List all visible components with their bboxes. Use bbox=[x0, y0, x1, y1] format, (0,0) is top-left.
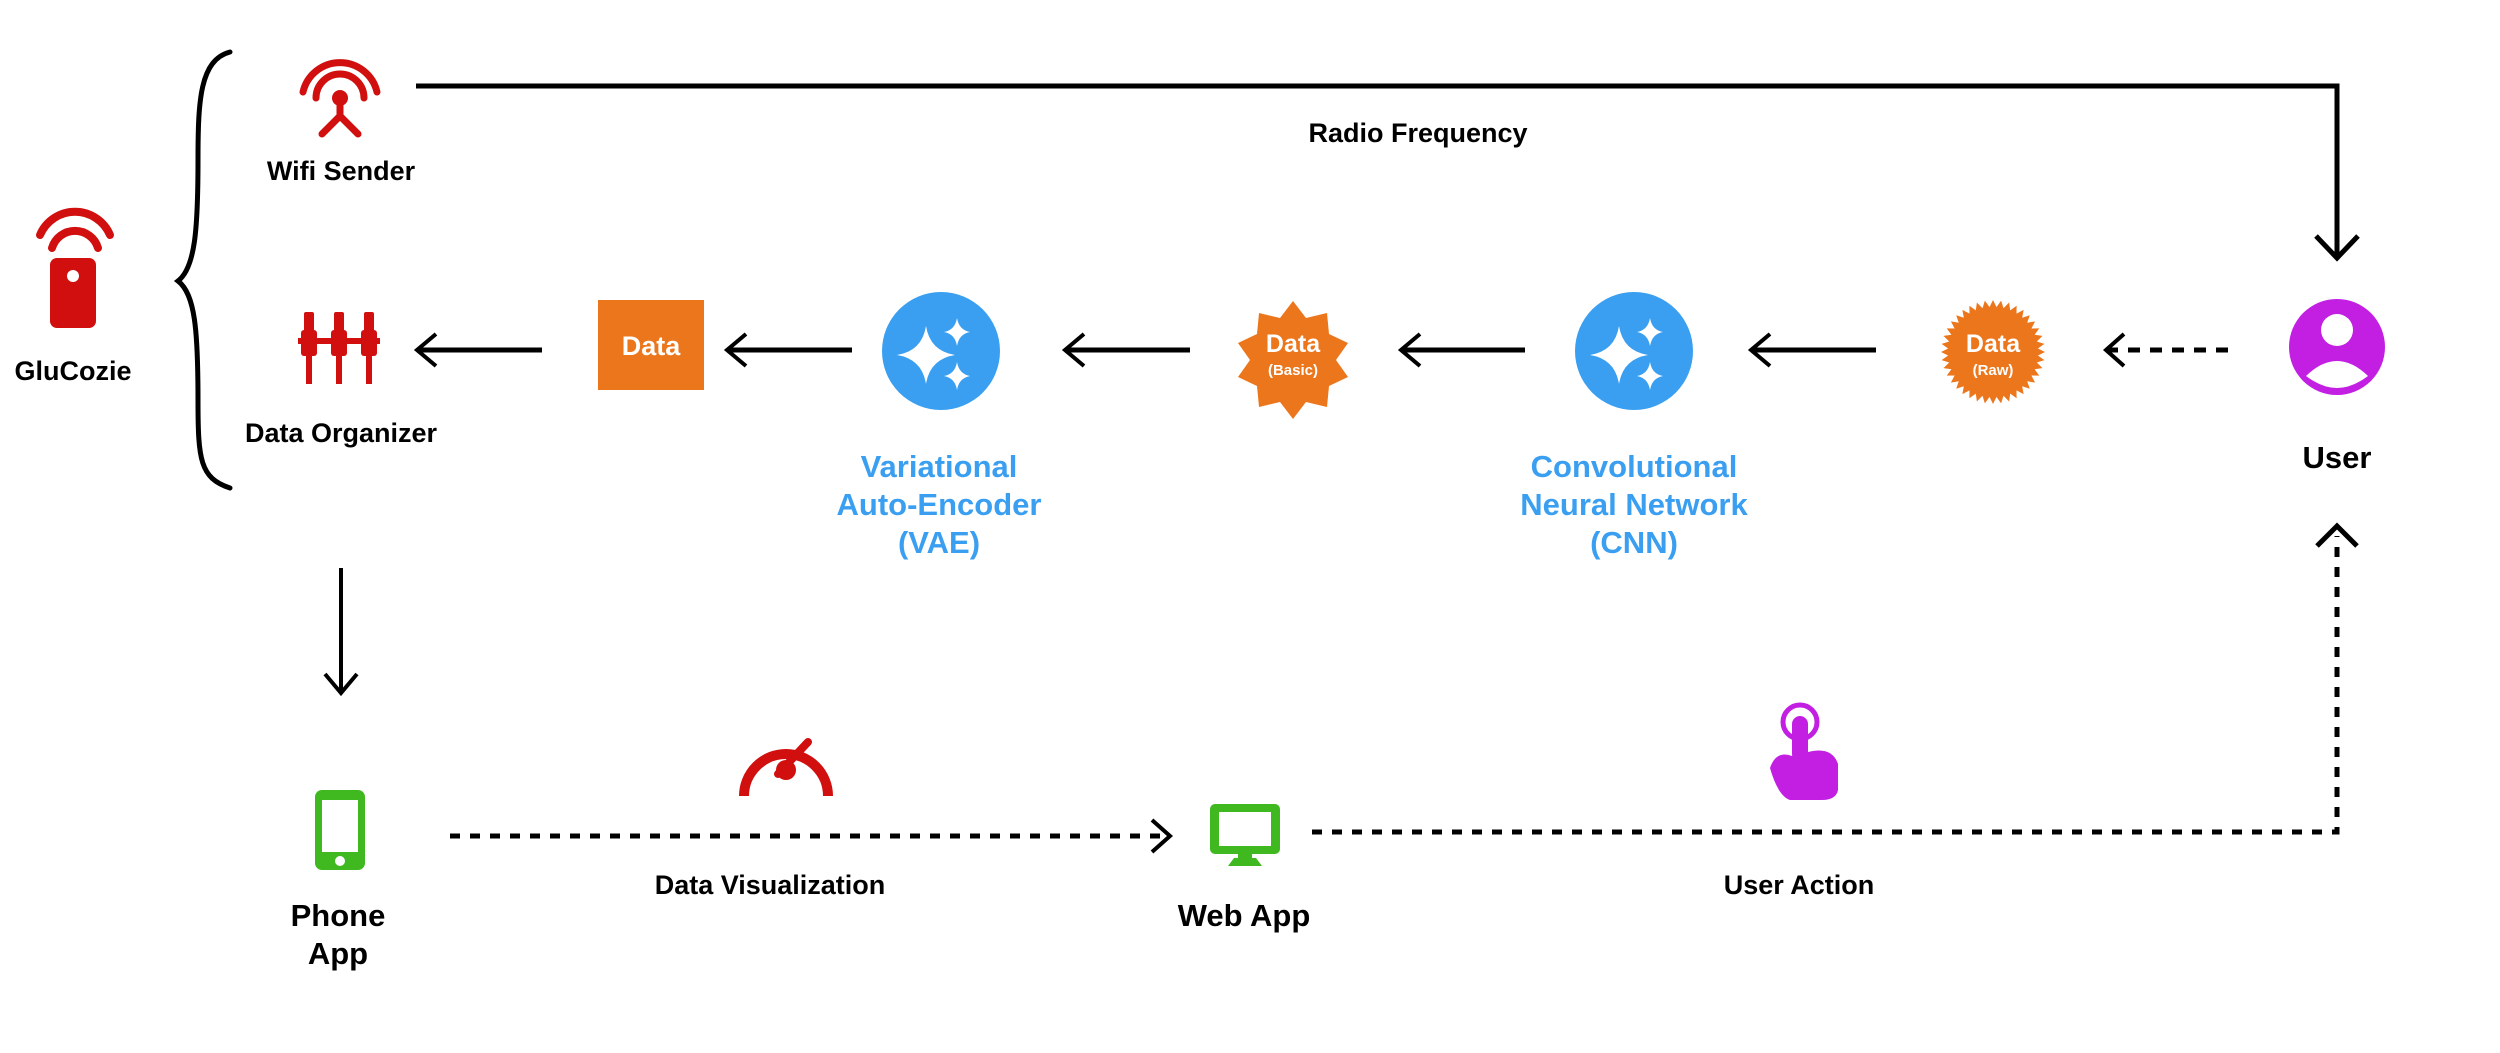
data-organizer-node: Data Organizer bbox=[245, 312, 438, 448]
wifi-sender-node: Wifi Sender bbox=[267, 59, 416, 186]
wifi-sender-label: Wifi Sender bbox=[267, 156, 416, 186]
edge-data-visualization-label: Data Visualization bbox=[655, 870, 886, 900]
edge-user-action bbox=[1312, 536, 2340, 835]
user-avatar-icon bbox=[2289, 299, 2385, 395]
data-raw-badge bbox=[1941, 300, 2045, 404]
edge-data-to-organizer-head bbox=[413, 332, 438, 368]
edge-user-to-raw-head bbox=[2102, 332, 2126, 368]
data-node: Data bbox=[598, 300, 704, 390]
connector-plugs-icon bbox=[298, 312, 380, 384]
data-raw-node: Data (Raw) bbox=[1941, 300, 2045, 404]
data-basic-node: Data (Basic) bbox=[1238, 301, 1348, 419]
data-raw-label: Data bbox=[1966, 330, 2021, 358]
data-basic-sublabel: (Basic) bbox=[1268, 362, 1318, 379]
vae-label-line2: Auto-Encoder bbox=[837, 487, 1042, 522]
edge-user-action-label: User Action bbox=[1724, 870, 1875, 900]
sparkles-icon bbox=[897, 318, 970, 390]
data-raw-sublabel: (Raw) bbox=[1973, 362, 2014, 379]
edge-organizer-to-phone-head bbox=[323, 672, 359, 697]
data-box bbox=[598, 300, 704, 390]
edge-data-visualization-head bbox=[1150, 818, 1174, 854]
edge-cnn-to-basic-head bbox=[1397, 332, 1422, 368]
edge-user-action-head bbox=[2315, 522, 2359, 548]
cnn-label-line1: Convolutional bbox=[1531, 449, 1738, 484]
data-organizer-label: Data Organizer bbox=[245, 418, 438, 448]
sparkles-icon bbox=[1590, 318, 1663, 390]
vae-node: Variational Auto-Encoder (VAE) bbox=[837, 292, 1042, 560]
edge-vae-to-data-head bbox=[723, 332, 748, 368]
vae-label-line1: Variational bbox=[861, 449, 1018, 484]
web-app-label: Web App bbox=[1178, 898, 1311, 933]
smartphone-icon bbox=[315, 790, 365, 870]
monitor-icon bbox=[1210, 804, 1280, 866]
speedometer-icon bbox=[739, 738, 833, 797]
web-app-node: Web App bbox=[1178, 804, 1311, 933]
cnn-label-line3: (CNN) bbox=[1590, 525, 1678, 560]
remote-signal-icon bbox=[36, 207, 114, 328]
edge-radio-frequency bbox=[416, 83, 2340, 258]
pointing-hand-icon bbox=[1770, 702, 1838, 800]
edge-radio-frequency-label: Radio Frequency bbox=[1308, 118, 1527, 148]
phone-app-label-line1: Phone bbox=[291, 898, 386, 933]
user-node: User bbox=[2289, 299, 2385, 475]
edge-basic-to-vae-head bbox=[1061, 332, 1086, 368]
phone-app-node: Phone App bbox=[291, 790, 386, 971]
phone-app-label-line2: App bbox=[308, 936, 368, 971]
wifi-antenna-icon bbox=[299, 59, 381, 138]
data-label: Data bbox=[622, 331, 682, 361]
group-brace bbox=[173, 49, 233, 491]
vae-label-line3: (VAE) bbox=[898, 525, 980, 560]
cnn-label-line2: Neural Network bbox=[1520, 487, 1748, 522]
glucozie-label: GluCozie bbox=[14, 356, 131, 386]
edge-raw-to-cnn-head bbox=[1747, 332, 1772, 368]
edge-radio-frequency-head bbox=[2314, 234, 2360, 262]
data-basic-label: Data bbox=[1266, 330, 1321, 358]
user-label: User bbox=[2303, 440, 2372, 475]
glucozie-node: GluCozie bbox=[14, 207, 132, 386]
cnn-node: Convolutional Neural Network (CNN) bbox=[1520, 292, 1748, 560]
data-basic-badge bbox=[1238, 301, 1348, 419]
